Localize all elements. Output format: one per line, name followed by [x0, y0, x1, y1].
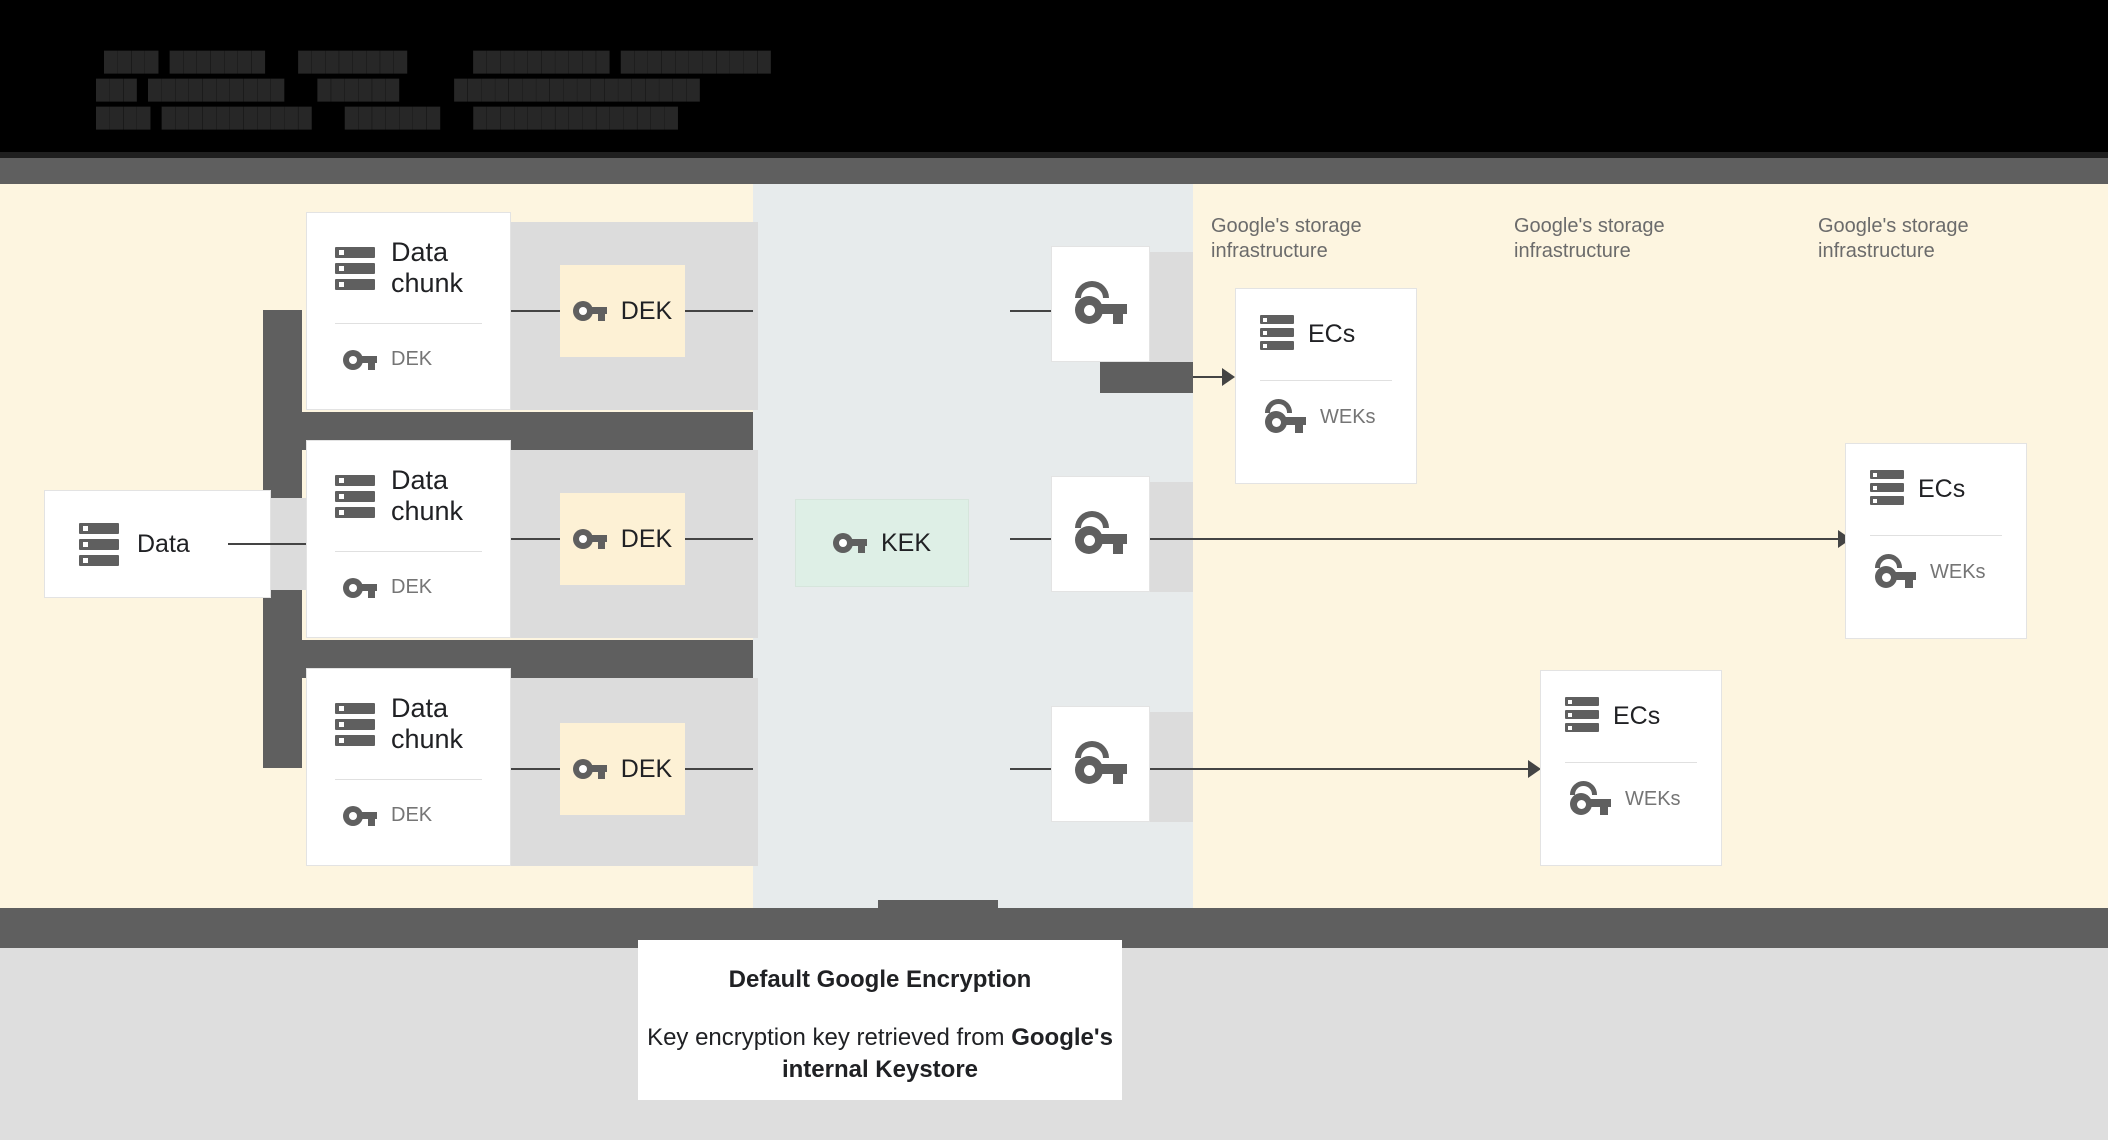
dek-label: DEK: [620, 754, 673, 783]
caption-body-prefix: Key encryption key retrieved from: [647, 1024, 1012, 1051]
card-divider: [335, 551, 482, 552]
ec-key-label: WEKs: [1930, 560, 1986, 583]
ec-title: ECs: [1918, 475, 1966, 503]
wrapped-key-icon: [1073, 511, 1129, 557]
connector-data-to-fanout: [228, 543, 308, 545]
server-icon: [1260, 315, 1294, 354]
wek-card-2[interactable]: [1051, 476, 1150, 592]
data-chunk-card-3[interactable]: Data chunk DEK: [306, 668, 511, 866]
server-icon: [335, 702, 375, 746]
server-icon: [1565, 697, 1599, 736]
arrowhead-ec2: [1528, 760, 1541, 778]
data-chunk-title: Data chunk: [391, 465, 464, 526]
server-icon: [335, 246, 375, 290]
dek-box-1[interactable]: DEK: [560, 265, 685, 357]
banner-bottom-shadow: [0, 152, 2108, 160]
storage-infra-label-2: Google's storage infrastructure: [1514, 215, 1665, 262]
data-source-label: Data: [137, 529, 190, 558]
kek-label: KEK: [880, 528, 932, 557]
dek-box-2[interactable]: DEK: [560, 493, 685, 585]
wek-card-1[interactable]: [1051, 246, 1150, 362]
caption-body: Key encryption key retrieved from Google…: [638, 1022, 1122, 1086]
server-icon: [335, 474, 375, 518]
key-icon: [343, 349, 377, 370]
key-icon: [572, 529, 607, 549]
redacted-text-line-3: ████ ███████████ ███████ ███████████████: [96, 108, 679, 129]
key-icon: [572, 759, 607, 779]
wek-card-3[interactable]: [1051, 706, 1150, 822]
connector-kek-to-wek2: [1010, 538, 1054, 540]
ec-card-3[interactable]: ECs WEKs: [1845, 443, 2027, 639]
connector-to-wek1: [1010, 310, 1054, 312]
ec-title: ECs: [1308, 320, 1356, 348]
ec-key-label: WEKs: [1625, 787, 1681, 810]
caption-title: Default Google Encryption: [728, 966, 1032, 993]
caption-body-bold: Google's internal Keystore: [781, 1024, 1113, 1083]
key-icon: [832, 533, 867, 553]
data-source-card[interactable]: Data: [44, 490, 271, 598]
data-chunk-key-label: DEK: [391, 576, 433, 598]
card-divider: [335, 323, 482, 324]
key-icon: [343, 577, 377, 598]
connector-wek3-to-ec2: [1150, 768, 1530, 770]
connector-chunk1-to-dek1: [511, 310, 560, 312]
ec-card-2[interactable]: ECs WEKs: [1540, 670, 1722, 866]
caption-box: Default Google Encryption Key encryption…: [638, 940, 1122, 1100]
key-icon: [343, 805, 377, 826]
arrowhead-ec1: [1222, 368, 1235, 386]
connector-dek1-to-panel: [685, 310, 753, 312]
connector-wek1-to-ec1: [1193, 376, 1223, 378]
connector-dek3-to-panel: [685, 768, 753, 770]
data-chunk-card-1[interactable]: Data chunk DEK: [306, 212, 511, 410]
card-divider: [1260, 380, 1392, 381]
wrapped-key-icon: [1264, 399, 1308, 435]
ec-title: ECs: [1613, 702, 1661, 730]
dek-label: DEK: [620, 524, 673, 553]
data-chunk-card-2[interactable]: Data chunk DEK: [306, 440, 511, 638]
wrapped-key-icon: [1073, 281, 1129, 327]
connector-dek2-to-panel: [685, 538, 753, 540]
ec-key-label: WEKs: [1320, 405, 1376, 428]
redacted-text-line-1: ████ ███████ ████████ ██████████ ███████…: [104, 52, 771, 73]
connector-chunk2-to-dek2: [511, 538, 560, 540]
card-divider: [1870, 535, 2002, 536]
connector-chunk3-to-dek3: [511, 768, 560, 770]
data-chunk-key-label: DEK: [391, 804, 433, 826]
data-chunk-title: Data chunk: [391, 237, 464, 298]
wrapped-key-icon: [1569, 781, 1613, 817]
data-chunk-key-label: DEK: [391, 348, 433, 370]
card-divider: [1565, 762, 1697, 763]
connector-to-wek3: [1010, 768, 1054, 770]
top-redacted-banner: ████ ███████ ████████ ██████████ ███████…: [0, 0, 2108, 158]
key-icon: [572, 301, 607, 321]
wrapped-key-icon: [1874, 554, 1918, 590]
card-divider: [335, 779, 482, 780]
dek-box-3[interactable]: DEK: [560, 723, 685, 815]
wrapped-key-icon: [1073, 741, 1129, 787]
wek-to-ec-connector-bar: [1100, 361, 1193, 393]
data-chunk-title: Data chunk: [391, 693, 464, 754]
ec-card-1[interactable]: ECs WEKs: [1235, 288, 1417, 484]
dek-label: DEK: [620, 296, 673, 325]
kek-box[interactable]: KEK: [795, 499, 969, 587]
server-icon: [79, 522, 119, 566]
header-dark-band: [0, 158, 2108, 184]
redacted-text-line-2: ███ ██████████ ██████ ██████████████████: [96, 80, 701, 101]
connector-wek2-to-ec3: [1150, 538, 1840, 540]
storage-infra-label-3: Google's storage infrastructure: [1818, 215, 1969, 262]
storage-infra-label-1: Google's storage infrastructure: [1211, 215, 1362, 262]
server-icon: [1870, 470, 1904, 509]
